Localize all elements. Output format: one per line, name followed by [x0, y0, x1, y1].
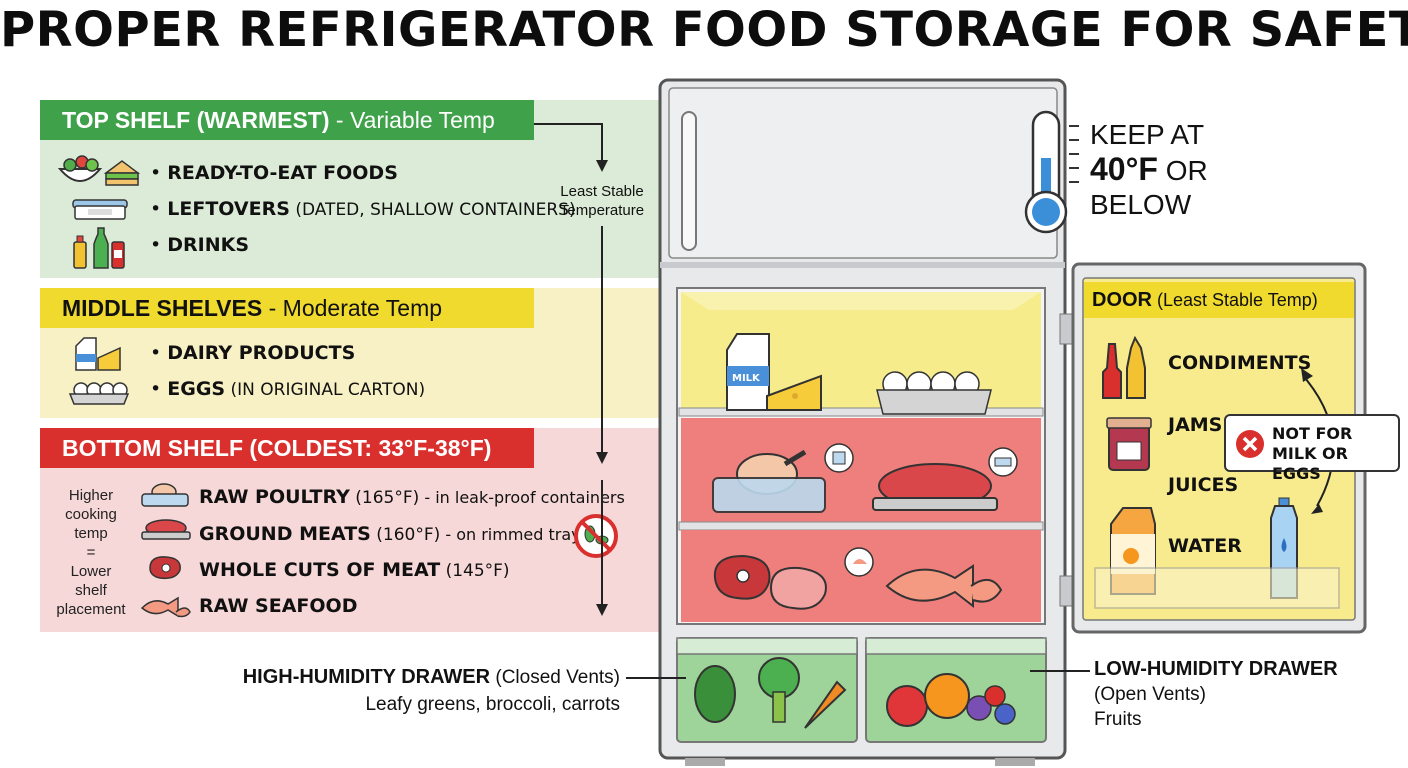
warning-box: NOT FOR MILK OR EGGS — [1224, 414, 1400, 483]
door-item-water: WATER — [1168, 535, 1242, 557]
top-shelf-item-drinks: • DRINKS — [150, 234, 250, 256]
no-bacteria-icon — [574, 514, 618, 558]
top-shelf-heading-bold: TOP SHELF (WARMEST) — [62, 107, 330, 133]
top-shelf-heading-rest: - Variable Temp — [329, 107, 495, 133]
below-text: BELOW — [1090, 189, 1192, 220]
temperature-arrow — [534, 123, 608, 616]
temp-40f-text: 40°F — [1090, 151, 1158, 187]
door-item-jams: JAMS — [1168, 414, 1223, 436]
high-humidity-label: HIGH-HUMIDITY DRAWER (Closed Vents) — [242, 666, 620, 688]
least-stable-temp-label: Least Stable Temperature — [559, 183, 645, 219]
top-shelf-item-ready-to-eat: • READY-TO-EAT FOODS — [150, 162, 398, 184]
keep-at-text: KEEP AT — [1090, 119, 1205, 150]
milk-carton-label: MILK — [732, 373, 761, 384]
bottom-shelf-section: BOTTOM SHELF (COLDEST: 33°F-38°F) Higher… — [40, 428, 660, 632]
warning-line2: MILK OR EGGS — [1272, 444, 1348, 483]
high-humidity-sub: Leafy greens, broccoli, carrots — [365, 694, 620, 715]
bottom-item-seafood: RAW SEAFOOD — [199, 595, 358, 617]
door-heading: DOOR (Least Stable Temp) — [1084, 282, 1354, 318]
bottom-shelf-heading: BOTTOM SHELF (COLDEST: 33°F-38°F) — [40, 428, 534, 468]
top-shelf-section: TOP SHELF (WARMEST) - Variable Temp • RE… — [40, 100, 660, 278]
top-shelf-heading: TOP SHELF (WARMEST) - Variable Temp — [40, 100, 534, 140]
middle-shelves-heading-bold: MIDDLE SHELVES — [62, 295, 263, 321]
bottom-shelf-side-note: Higher cooking temp = Lower shelf placem… — [56, 487, 126, 618]
bottom-item-ground-meats: GROUND MEATS (160°F) - on rimmed trays — [199, 523, 589, 545]
door-item-juices: JUICES — [1168, 474, 1239, 496]
middle-item-dairy: • DAIRY PRODUCTS — [150, 342, 356, 364]
low-humidity-label: LOW-HUMIDITY DRAWER — [1094, 658, 1338, 680]
steak-icon — [149, 556, 181, 580]
middle-item-eggs: • EGGS (IN ORIGINAL CARTON) — [150, 378, 426, 400]
door-item-condiments: CONDIMENTS — [1168, 352, 1312, 374]
warning-line1: NOT FOR — [1272, 424, 1353, 443]
poultry-container-icon — [141, 483, 189, 507]
low-humidity-vents: (Open Vents) — [1094, 684, 1206, 705]
middle-shelves-section: MIDDLE SHELVES - Moderate Temp • DAIRY P… — [40, 288, 660, 418]
or-text: OR — [1157, 155, 1208, 186]
middle-shelves-heading: MIDDLE SHELVES - Moderate Temp — [40, 288, 534, 328]
refrigerator-illustration: MILK — [658, 78, 1367, 766]
low-humidity-leader — [1030, 670, 1090, 672]
egg-carton-icon — [68, 382, 130, 405]
milk-cheese-icon — [75, 337, 121, 371]
drinks-icon — [73, 227, 125, 269]
salad-sandwich-icon — [58, 155, 140, 186]
page-title: PROPER REFRIGERATOR FOOD STORAGE FOR SAF… — [0, 2, 1408, 58]
container-icon — [72, 199, 128, 220]
keep-temp-note: KEEP AT 40°F OR BELOW — [1090, 118, 1208, 222]
seafood-icon — [140, 596, 191, 618]
top-shelf-item-leftovers: • LEFTOVERS (DATED, SHALLOW CONTAINERS) — [150, 198, 576, 220]
bottom-item-poultry: RAW POULTRY (165°F) - in leak-proof cont… — [199, 486, 625, 508]
middle-shelves-heading-rest: - Moderate Temp — [262, 295, 443, 321]
x-circle-icon — [1236, 430, 1264, 458]
bottom-item-whole-cuts: WHOLE CUTS OF MEAT (145°F) — [199, 559, 510, 581]
low-humidity-sub: Fruits — [1094, 709, 1142, 730]
ground-meat-icon — [141, 519, 191, 540]
high-humidity-leader — [626, 677, 686, 679]
